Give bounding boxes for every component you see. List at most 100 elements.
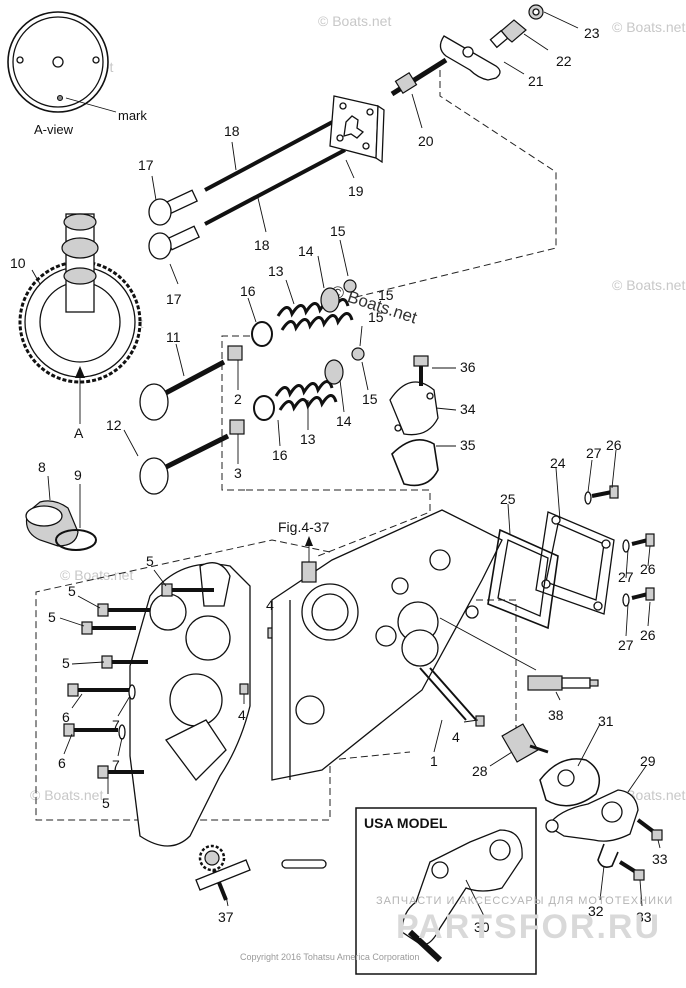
bolts-left [63,583,214,779]
callout-31: 31 [598,713,614,729]
callout-10: 10 [10,255,26,271]
callout-11: 11 [166,329,181,345]
valve-seal-lower [229,419,245,435]
usa-model-box: USA MODEL [355,807,537,975]
section-arrow-label: A [74,425,84,441]
callout-24: 24 [550,455,566,471]
o-ring [55,529,97,551]
callout-25: 25 [500,491,516,507]
watermark-site-2: © Boats.net [318,13,391,29]
figure-ref: Fig.4-37 [278,519,330,535]
callout-5-a: 5 [146,553,154,569]
callout-20: 20 [418,133,434,149]
exhaust-valve [139,433,230,495]
dashed-assembly-lines [35,70,557,821]
washer-upper [128,684,136,700]
cover-bolts [591,485,655,601]
valve-cotter-lower [351,347,365,361]
callout-32: 32 [588,903,604,919]
push-rod-upper [204,116,341,192]
callout-35: 35 [460,437,476,453]
guide-plate [329,95,385,164]
leader-lines [31,11,661,917]
callout-38: 38 [548,707,564,723]
callout-1: 1 [430,753,438,769]
callout-9: 9 [74,467,82,483]
spark-plug [527,675,599,691]
callout-18-upper: 18 [224,123,240,139]
tappet-upper [148,189,198,226]
side-cover-gasket [391,438,439,487]
usa-thermostat-cover [401,829,523,963]
oil-filler-cap [25,500,79,547]
callout-26-b: 26 [640,561,656,577]
cover-washer-2 [622,539,630,553]
copyright: Copyright 2016 Tohatsu America Corporati… [240,952,419,962]
callout-27-b: 27 [618,569,634,585]
callout-15-d: 15 [362,391,378,407]
dowel-pin-3 [475,715,485,727]
spring-retainer-upper [320,287,340,313]
callout-7-b: 7 [112,757,120,773]
exhaust-cover [535,511,615,615]
mark-leader [65,97,117,113]
callout-4-a: 4 [266,597,274,613]
dowel-shaft [281,859,327,869]
mark-label: mark [118,108,147,123]
a-view-hub [52,56,64,68]
callout-29: 29 [640,753,656,769]
a-view-detail: mark A-view [7,11,147,137]
adjuster-plug [489,19,527,49]
valve-seal-upper [227,345,243,361]
tappet-lower [148,225,200,260]
callout-15-b: 15 [378,287,394,303]
a-view-hole-left [16,56,24,64]
valve-spring-lower [274,380,338,412]
watermark-site-4: © Boats.net [612,277,685,293]
governor-gear [195,844,251,901]
cam-lobe-top [63,213,97,231]
callout-33-a: 33 [652,851,668,867]
fig-ref-nipple [301,561,317,583]
intake-valve [139,359,226,421]
callout-3: 3 [234,465,242,481]
callout-16-lower: 16 [272,447,288,463]
callout-4-c: 4 [452,729,460,745]
callout-33-b: 33 [636,909,652,925]
watermark-site-5: © Boats.net [60,567,133,583]
dowel-pin-2 [239,683,249,695]
callout-18-lower: 18 [254,237,270,253]
callout-19: 19 [348,183,364,199]
callout-37: 37 [218,909,234,925]
thermostat-gasket [539,758,601,807]
callout-5-e: 5 [102,795,110,811]
stud [390,57,448,129]
callout-12: 12 [106,417,122,433]
watermark-ru-main: PARTSFOR.RU [396,908,661,946]
callout-8: 8 [38,459,46,475]
callout-13-lower: 13 [300,431,316,447]
thermostat-bolts [618,818,663,881]
callout-27-c: 27 [618,637,634,653]
cover-bolt [413,355,429,386]
washer-lower [118,724,126,740]
thermo-switch [501,723,549,763]
usa-model-label: USA MODEL [364,815,448,831]
spring-seat-upper [251,321,273,347]
callout-5-b: 5 [68,583,76,599]
callout-17-upper: 17 [138,157,154,173]
a-view-caption: A-view [34,122,74,137]
cam-lobe-mid [61,237,99,259]
a-view-mark-dot [56,94,64,102]
callout-26-c: 26 [640,627,656,643]
a-view-hole-right [92,56,100,64]
callout-30: 30 [474,919,490,935]
watermark-site-6: © Boats.net [30,787,103,803]
cover-washer-3 [622,593,630,607]
callout-5-c: 5 [48,609,56,625]
cam-lobe-low [63,267,97,285]
push-rod-lower [204,148,346,226]
cover-washer-1 [584,491,592,505]
callout-27-a: 27 [586,445,602,461]
